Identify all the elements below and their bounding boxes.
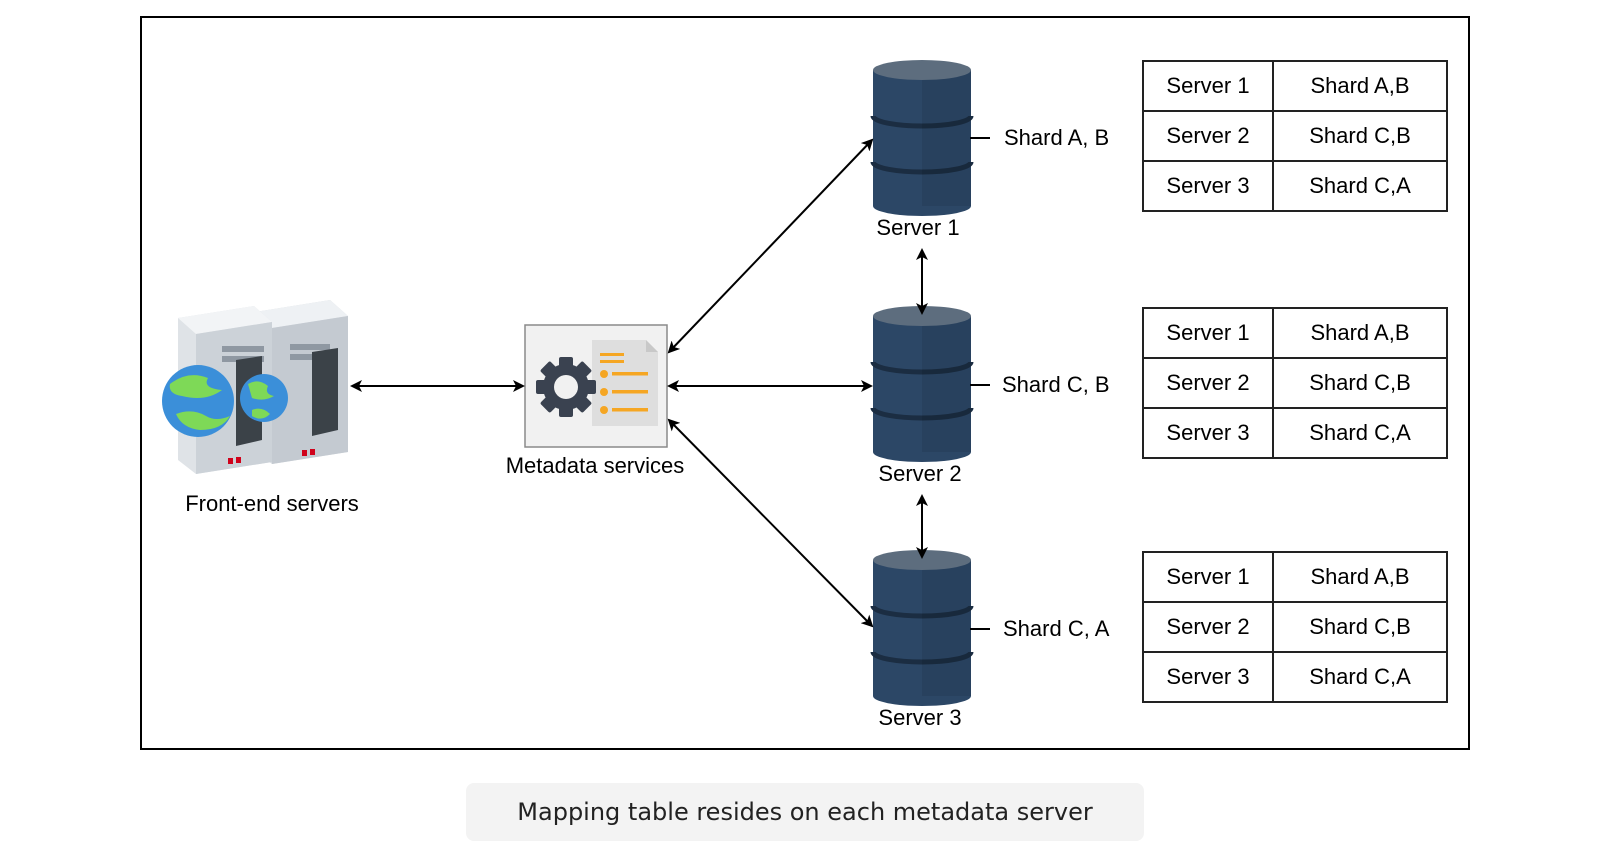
server-3-shards-label: Shard C, A	[1003, 616, 1110, 641]
server-1-label: Server 1	[876, 215, 960, 240]
metadata-services-icon	[524, 324, 668, 448]
table-cell-shards: Shard C,B	[1272, 601, 1448, 653]
table-cell-server: Server 1	[1142, 551, 1274, 603]
server-3-label: Server 3	[878, 705, 962, 730]
front-end-servers-icon	[162, 300, 348, 474]
database-icon-server-1	[870, 60, 974, 216]
table-cell-shards: Shard A,B	[1272, 551, 1448, 603]
table-cell-shards: Shard C,B	[1272, 110, 1448, 162]
table-cell-shards: Shard C,A	[1272, 651, 1448, 703]
diagram-frame	[140, 16, 1470, 750]
front-end-servers-label: Front-end servers	[185, 491, 359, 516]
table-cell-server: Server 2	[1142, 110, 1274, 162]
database-icon-server-3	[870, 550, 974, 706]
database-icon-server-2	[870, 306, 974, 462]
table-cell-shards: Shard C,B	[1272, 357, 1448, 409]
metadata-services-label: Metadata services	[505, 453, 685, 478]
table-cell-shards: Shard A,B	[1272, 60, 1448, 112]
gear-icon	[536, 357, 596, 417]
server-2-label: Server 2	[878, 461, 962, 486]
table-cell-server: Server 2	[1142, 357, 1274, 409]
table-cell-server: Server 3	[1142, 651, 1274, 703]
arrow-metadata-server1	[667, 138, 874, 354]
caption: Mapping table resides on each metadata s…	[466, 783, 1144, 841]
connectors	[350, 137, 990, 630]
table-cell-shards: Shard C,A	[1272, 407, 1448, 459]
table-cell-server: Server 1	[1142, 307, 1274, 359]
server-1-shards-label: Shard A, B	[1004, 125, 1110, 150]
table-cell-server: Server 2	[1142, 601, 1274, 653]
server-2-shards-label: Shard C, B	[1002, 372, 1110, 397]
table-cell-server: Server 1	[1142, 60, 1274, 112]
table-cell-server: Server 3	[1142, 407, 1274, 459]
table-cell-shards: Shard A,B	[1272, 307, 1448, 359]
table-cell-shards: Shard C,A	[1272, 160, 1448, 212]
table-cell-server: Server 3	[1142, 160, 1274, 212]
arrow-metadata-server3	[667, 418, 874, 628]
